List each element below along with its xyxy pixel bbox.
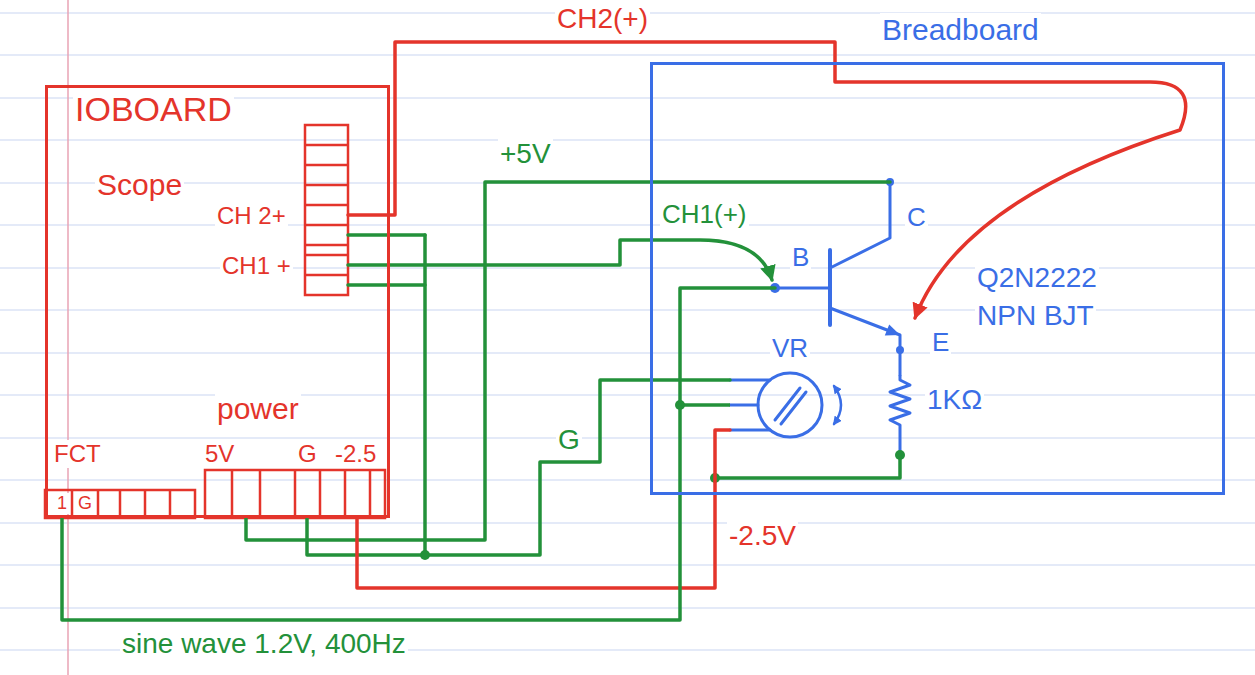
resistor-symbol: [890, 375, 910, 455]
wire-label: G: [556, 424, 582, 456]
node-title: IOBOARD: [73, 90, 234, 129]
pin-divider: [294, 470, 297, 518]
scope-header: [305, 125, 348, 295]
rule-line: [0, 479, 1255, 480]
part-type: NPN BJT: [975, 300, 1096, 332]
part-value: 1KΩ: [925, 384, 984, 416]
pin-divider: [169, 490, 172, 518]
wire-label: CH2(+): [555, 3, 650, 35]
pin-divider: [305, 254, 348, 257]
pin-divider: [305, 204, 348, 207]
pin-divider: [305, 184, 348, 187]
pot-pin: [730, 379, 770, 382]
pin-label: -2.5: [333, 440, 378, 468]
pin-label: G: [296, 440, 319, 468]
pin-divider: [119, 490, 122, 518]
pot-turn-arrow: [834, 386, 841, 424]
pin-divider: [319, 470, 322, 518]
pin-header: [305, 125, 348, 295]
breadboard-outline: Breadboard: [650, 62, 1225, 495]
wiper-wire: [680, 403, 730, 407]
pin-label: 5V: [203, 440, 236, 468]
emitter-dot: [896, 346, 904, 354]
rule-line: [0, 394, 1255, 395]
rule-line: [0, 607, 1255, 608]
ground-wires: [348, 235, 425, 555]
pin-header: [45, 490, 195, 518]
pin-header: [205, 470, 385, 518]
node-title: Breadboard: [880, 13, 1041, 48]
pot-slot: [781, 392, 806, 424]
wire-label: +5V: [498, 138, 553, 170]
wire: [62, 288, 775, 620]
wire: [348, 42, 1186, 318]
rule-line: [0, 522, 1255, 523]
rule-line: [0, 54, 1255, 55]
wire: [246, 182, 890, 540]
wire-label: CH1(+): [660, 200, 749, 230]
wire: [357, 430, 730, 588]
pin-divider: [71, 490, 74, 518]
pin-divider: [344, 470, 347, 518]
pin-label: 1: [55, 493, 69, 514]
pin-divider: [97, 490, 100, 518]
potentiometer-symbol: [730, 373, 841, 437]
pin-label: G: [76, 493, 94, 514]
ground-wire: [423, 235, 427, 555]
emitter-lead: [830, 308, 900, 375]
terminal-label: E: [930, 328, 951, 358]
pin-divider: [305, 224, 348, 227]
pin-label: CH1 +: [220, 252, 293, 280]
part-name: VR: [770, 334, 810, 364]
pin-divider: [369, 470, 372, 518]
wire-label: sine wave 1.2V, 400Hz: [120, 628, 408, 660]
rule-line: [0, 139, 1255, 140]
pin-label: CH 2+: [215, 202, 288, 230]
terminal-label: B: [790, 243, 811, 273]
pin-divider: [305, 144, 348, 147]
margin-line: [67, 0, 69, 675]
ruled-lines: [0, 13, 1255, 650]
ground-wire: [348, 233, 425, 237]
terminal-label: C: [905, 203, 928, 233]
power-header: [205, 470, 385, 518]
wire: [348, 240, 772, 280]
pin-divider: [144, 490, 147, 518]
pin-divider: [305, 274, 348, 277]
pin-divider: [259, 470, 262, 518]
emitter-arrow: [885, 324, 900, 335]
pot-body: [758, 373, 822, 437]
section-label: Scope: [95, 168, 184, 203]
fct-header: [45, 490, 195, 518]
section-label: FCT: [52, 440, 103, 468]
wire-label: -2.5V: [727, 520, 798, 552]
section-label: power: [215, 392, 301, 427]
pin-divider: [231, 470, 234, 518]
return-wire: [715, 455, 900, 478]
rule-line: [0, 437, 1255, 438]
pin-divider: [305, 164, 348, 167]
rule-line: [0, 352, 1255, 353]
collector-lead: [830, 182, 890, 268]
ground-wire: [348, 283, 425, 287]
part-name: Q2N2222: [975, 262, 1099, 294]
rule-line: [0, 224, 1255, 225]
wire: [307, 380, 730, 555]
pin-divider: [305, 244, 348, 247]
pot-pin: [730, 404, 758, 407]
rule-line: [0, 564, 1255, 565]
base-lead: [775, 287, 830, 290]
pot-pin: [730, 429, 770, 432]
